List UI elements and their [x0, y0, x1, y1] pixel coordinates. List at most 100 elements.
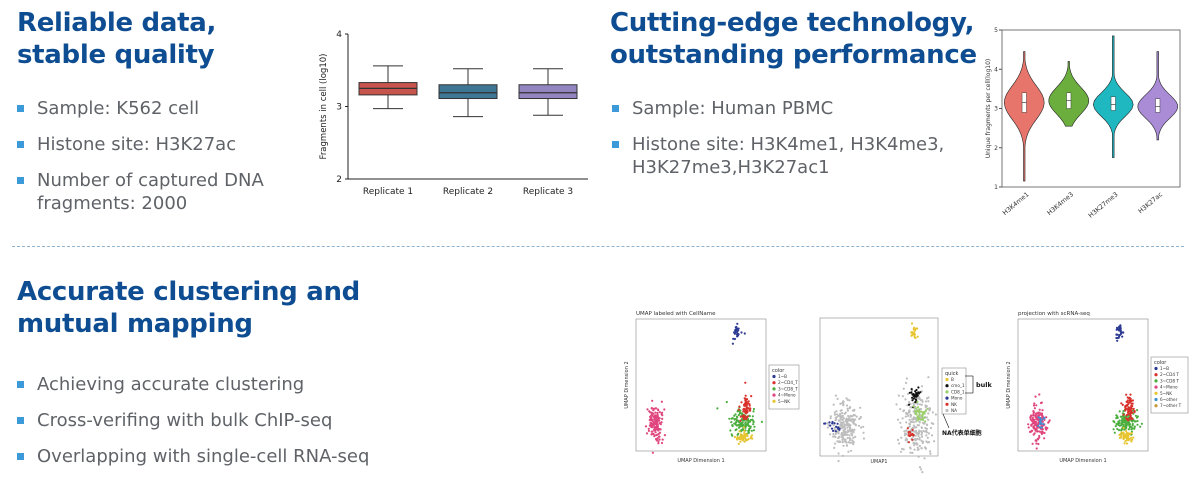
umap-point	[855, 415, 858, 418]
umap-point	[657, 435, 661, 438]
umap-point	[900, 436, 903, 439]
legend-swatch	[1154, 404, 1158, 408]
umap-point	[1041, 415, 1044, 418]
umap-point	[1120, 431, 1123, 434]
umap-point	[916, 403, 919, 406]
umap-point	[898, 442, 901, 445]
umap-point	[739, 433, 742, 436]
bullet-square-icon	[17, 453, 24, 460]
umap-point	[1131, 427, 1134, 430]
legend-label: 7~other T	[1160, 403, 1182, 408]
umap-point	[917, 418, 920, 421]
umap-point	[738, 438, 741, 441]
x-tick-label: Replicate 2	[443, 187, 493, 197]
umap-point	[918, 413, 921, 416]
umap-point	[734, 413, 737, 416]
umap-point	[837, 419, 840, 422]
legend-label: 5~NK	[1160, 391, 1172, 396]
umap-point	[924, 406, 927, 409]
umap-point	[752, 407, 755, 411]
umap-point	[836, 413, 839, 416]
umap-point	[1128, 438, 1131, 441]
umap-point	[748, 403, 751, 406]
umap-point	[903, 432, 907, 435]
umap-point	[1043, 437, 1046, 440]
umap-point	[1118, 429, 1121, 432]
violin-inner-box	[1155, 98, 1161, 113]
violin-shape	[1003, 51, 1045, 182]
umap-point	[1032, 426, 1035, 429]
umap-point	[742, 437, 745, 440]
umap-point	[650, 425, 653, 428]
umap-point	[918, 403, 922, 406]
umap-point	[1039, 422, 1042, 426]
umap-point	[1132, 407, 1135, 410]
y-tick-label: 5	[994, 27, 998, 34]
umap-point	[920, 439, 923, 442]
umap-point	[657, 440, 660, 443]
umap-point	[725, 400, 728, 404]
umap-point	[731, 417, 734, 420]
umap-point	[1119, 329, 1122, 332]
umap-point	[1125, 393, 1128, 396]
umap-point	[846, 436, 849, 440]
umap-point	[910, 322, 914, 325]
umap-point	[919, 418, 922, 421]
umap-point	[833, 422, 836, 425]
umap-point	[835, 425, 838, 428]
umap-point	[656, 433, 659, 436]
umap-point	[921, 435, 924, 438]
umap-point	[1039, 401, 1043, 405]
umap-point	[1038, 430, 1041, 433]
umap-point	[918, 438, 921, 441]
legend-label: 3~CD8_T	[778, 386, 798, 391]
umap-point	[1043, 431, 1046, 435]
umap-point	[1128, 399, 1131, 402]
umap-point	[915, 432, 919, 435]
umap-point	[909, 406, 912, 409]
umap-point	[854, 435, 857, 438]
umap-point	[733, 435, 736, 439]
umap-point	[1035, 412, 1038, 415]
umap-point	[926, 436, 929, 439]
umap-point	[845, 417, 848, 420]
bullet-item: Number of captured DNA fragments: 2000	[17, 169, 307, 215]
umap-point	[925, 434, 928, 437]
umap-point	[1117, 420, 1120, 423]
umap-point	[752, 429, 756, 432]
umap-point	[748, 425, 751, 428]
umap-point	[663, 408, 666, 411]
x-tick-label: H3K27ac	[1137, 190, 1165, 215]
umap-point	[914, 430, 917, 433]
umap-point	[1127, 432, 1130, 435]
umap-point	[911, 396, 914, 399]
umap-point	[859, 406, 862, 409]
umap-point	[834, 442, 837, 445]
umap-point	[750, 434, 754, 437]
umap-point	[848, 429, 852, 433]
umap-point	[1034, 395, 1037, 398]
umap-point	[915, 407, 918, 410]
umap-point	[1120, 423, 1123, 426]
umap-point	[736, 322, 739, 325]
umap-point	[1133, 411, 1136, 414]
umap-point	[833, 411, 836, 414]
umap-point	[1038, 411, 1041, 414]
umap-point	[745, 408, 748, 411]
umap-point	[729, 429, 732, 432]
umap-point	[743, 332, 746, 335]
umap-point	[1035, 447, 1038, 450]
umap-point	[857, 424, 861, 427]
umap-point	[1128, 410, 1131, 413]
umap-point	[917, 392, 921, 395]
legend-label: 4~Mono	[1160, 385, 1178, 390]
umap-point	[737, 442, 740, 445]
umap-point	[843, 412, 846, 415]
umap-point	[1037, 442, 1040, 446]
umap-point	[852, 420, 855, 423]
umap-point	[862, 431, 865, 434]
umap-point	[913, 333, 916, 336]
bullet-square-icon	[17, 105, 24, 112]
bullet-text: Achieving accurate clustering	[37, 374, 305, 395]
umap-point	[1129, 414, 1132, 417]
